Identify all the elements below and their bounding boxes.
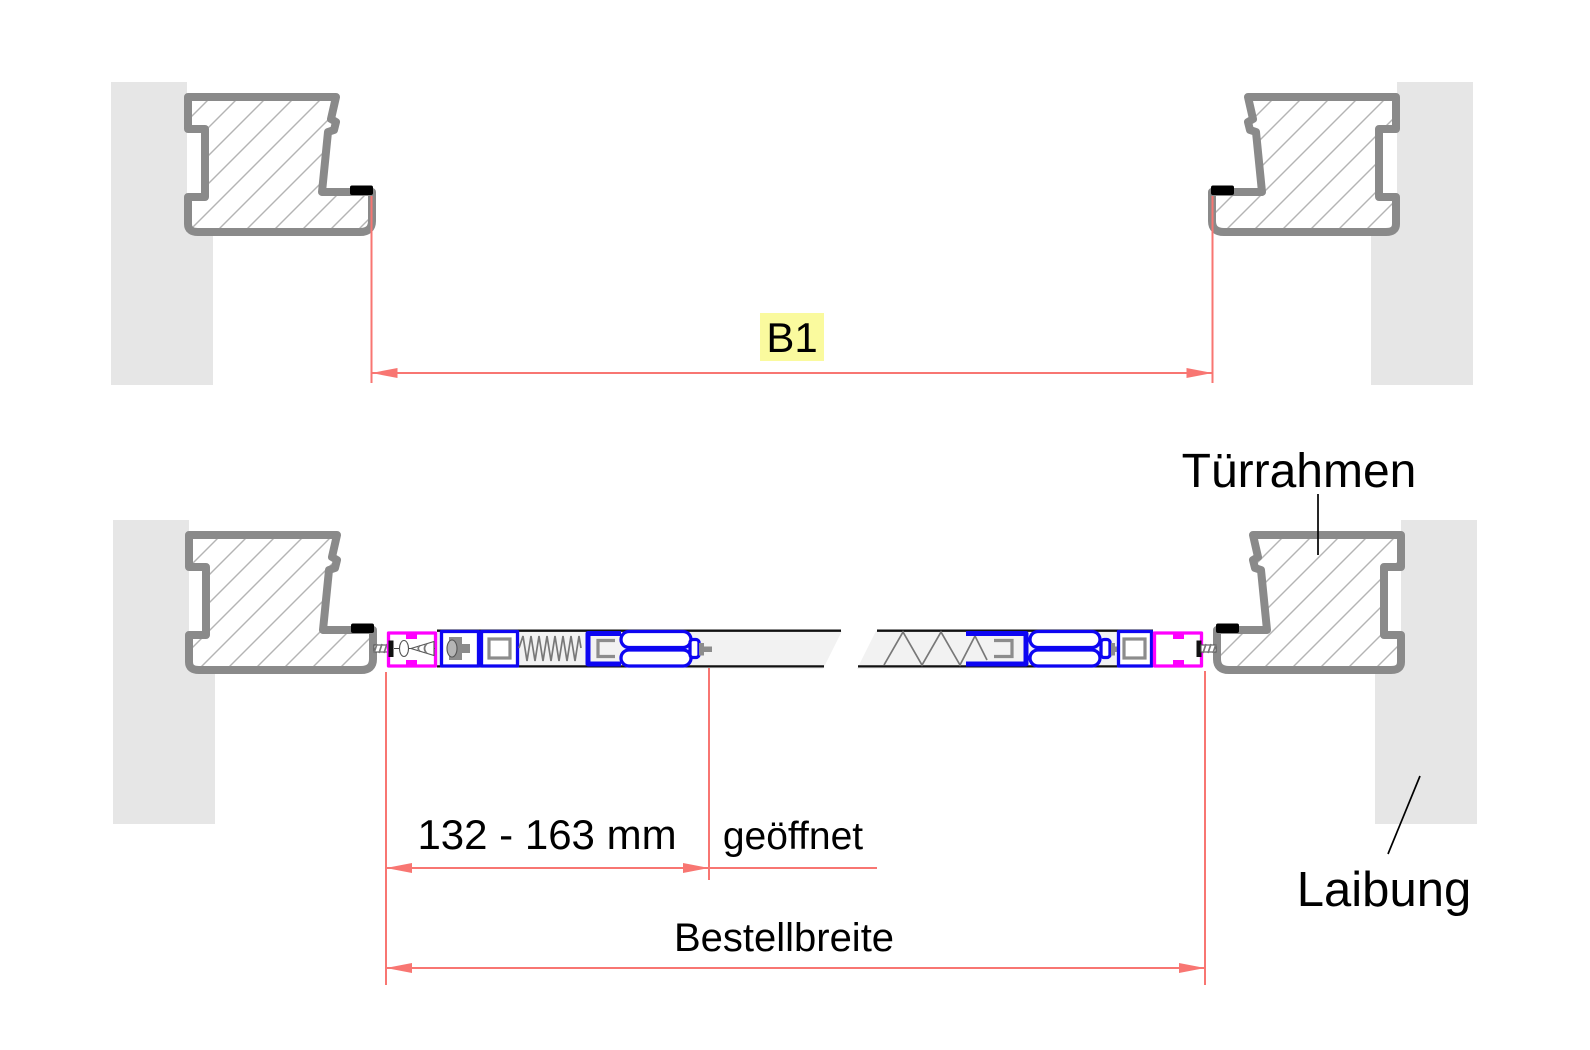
door-frame-top-right — [1208, 93, 1400, 236]
frame-seal-bottom-right — [1216, 623, 1239, 633]
masonry-wall-top-left — [111, 82, 213, 385]
order-width-label: Bestellbreite — [674, 916, 894, 960]
reveal-leader-line — [1387, 775, 1421, 855]
handle-profile-right — [966, 629, 1154, 668]
opened-label: geöffnet — [723, 815, 863, 858]
b1-dimension — [370, 196, 1214, 383]
upper-section: B1 — [111, 82, 1473, 385]
screw-head-right — [1196, 640, 1202, 657]
plug-left — [699, 643, 712, 656]
spring-symbol — [518, 635, 582, 662]
masonry-wall-bottom-right — [1375, 520, 1477, 824]
screw-thread-right — [1202, 643, 1217, 654]
door-frame-top-left — [184, 93, 376, 236]
slider-housing-left — [439, 629, 520, 668]
door-frame-bottom-right — [1213, 531, 1405, 674]
screw-thread-left — [373, 643, 388, 654]
b1-label: B1 — [766, 314, 817, 361]
b1-highlight — [760, 313, 824, 361]
handle-profile-left — [585, 629, 712, 668]
reveal-label: Laibung — [1297, 863, 1471, 917]
lower-dimensions — [385, 668, 1206, 985]
screw-head-left — [388, 640, 394, 657]
lower-section: Türrahmen Laibung 132 - 163 mm geöffnet … — [113, 445, 1477, 985]
frame-seal-bottom-left — [351, 623, 374, 633]
masonry-wall-bottom-left — [113, 520, 215, 824]
screw-symbol-left — [398, 639, 410, 658]
mounting-profile-right — [1152, 631, 1217, 668]
door-frame-label: Türrahmen — [1182, 445, 1417, 498]
mounting-profile-left — [373, 631, 438, 668]
masonry-wall-top-right — [1371, 82, 1473, 385]
frame-seal-top-left — [350, 185, 373, 195]
depth-range-label: 132 - 163 mm — [417, 811, 676, 858]
frame-seal-top-right — [1211, 185, 1234, 195]
flyscreen-profile-assembly — [373, 629, 1217, 669]
door-frame-bottom-left — [185, 531, 377, 674]
